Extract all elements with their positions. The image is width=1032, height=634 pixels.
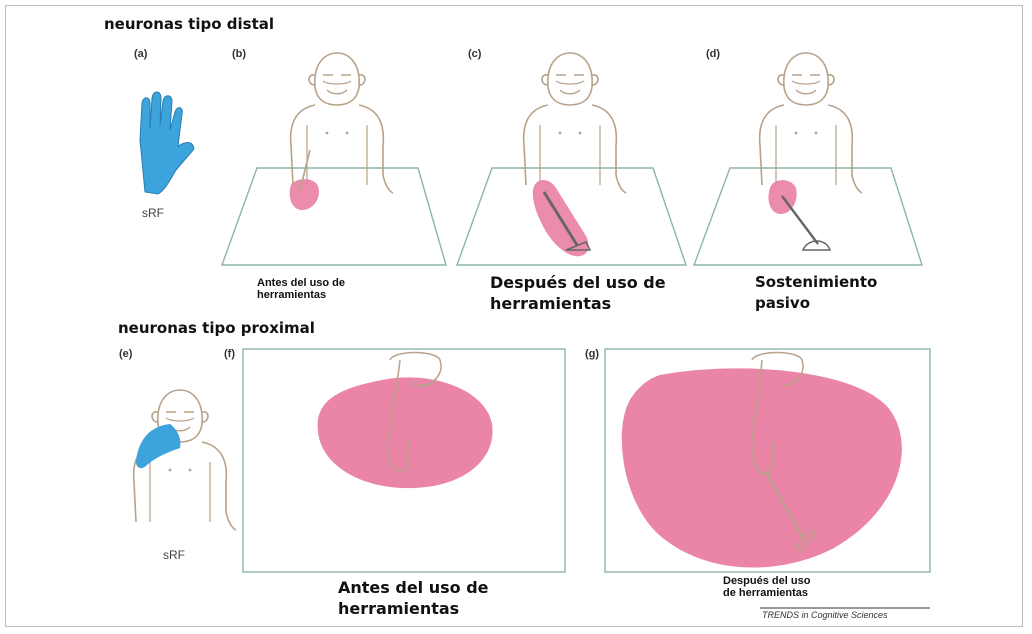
distal-section-title: neuronas tipo distal xyxy=(104,15,275,33)
srf-label-shoulder: sRF xyxy=(163,548,185,562)
panel-d-illustration xyxy=(692,52,923,266)
caption-f: Antes del uso de herramientas xyxy=(338,578,489,618)
panel-b-illustration xyxy=(221,52,447,266)
proximal-section-title: neuronas tipo proximal xyxy=(118,319,315,337)
caption-d: Sostenimiento pasivo xyxy=(755,273,878,312)
panel-label-a: (a) xyxy=(134,48,148,60)
caption-g: Después del uso de herramientas xyxy=(723,575,811,599)
panel-e-illustration xyxy=(132,389,237,531)
panel-g-illustration xyxy=(604,348,931,573)
panel-label-e: (e) xyxy=(119,348,133,360)
figure-frame xyxy=(5,5,1023,627)
credit-text: TRENDS in Cognitive Sciences xyxy=(762,610,888,620)
panel-label-d: (d) xyxy=(706,48,721,60)
panel-f-illustration xyxy=(242,348,566,573)
panel-label-f: (f) xyxy=(224,348,235,360)
caption-b: Antes del uso de herramientas xyxy=(257,277,346,301)
panel-label-g: (g) xyxy=(585,348,600,360)
caption-c: Después del uso de herramientas xyxy=(490,273,666,313)
panel-c-illustration xyxy=(456,52,687,266)
panel-label-b: (b) xyxy=(232,48,247,60)
hand-receptive-field xyxy=(139,91,195,195)
panel-label-c: (c) xyxy=(468,48,482,60)
srf-label-hand: sRF xyxy=(142,206,164,220)
